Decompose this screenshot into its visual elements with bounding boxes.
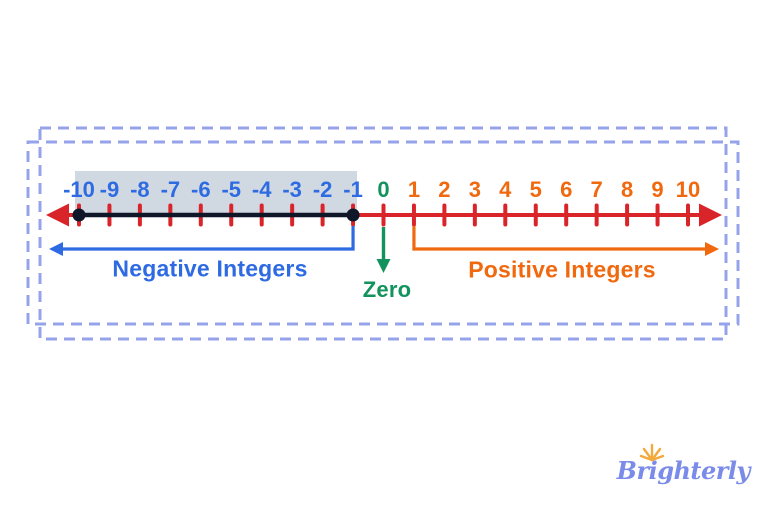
tick-label--10: -10: [63, 177, 95, 202]
tick-label--3: -3: [282, 177, 302, 202]
tick-label--4: -4: [252, 177, 272, 202]
negative-range-arrow: [62, 226, 355, 251]
negative-integers-label: Negative Integers: [112, 255, 308, 282]
positive-integers-label: Positive Integers: [468, 256, 656, 283]
left-arrowhead: [46, 203, 69, 227]
frame-outer-rect: [38, 126, 728, 341]
brighterly-logo: Brighterly: [616, 443, 751, 485]
logo-text: Brighterly: [616, 456, 751, 485]
frame-inner-rect: [26, 140, 740, 326]
tick-label--5: -5: [221, 177, 241, 202]
right-arrowhead: [699, 203, 722, 227]
sun-icon: [639, 443, 664, 462]
zero-arrowhead: [376, 259, 391, 273]
tick-label--6: -6: [191, 177, 211, 202]
tick-label-5: 5: [530, 177, 542, 202]
positive-range-arrow: [412, 226, 706, 251]
positive-arrowhead: [705, 242, 719, 256]
tick-label-3: 3: [469, 177, 481, 202]
tick-label-9: 9: [651, 177, 663, 202]
tick-label-4: 4: [499, 177, 512, 202]
tick-label-2: 2: [438, 177, 450, 202]
tick-label--8: -8: [130, 177, 150, 202]
tick-label--2: -2: [313, 177, 333, 202]
tick-label-0: 0: [377, 177, 389, 202]
endpoint-dot--1: [346, 208, 360, 222]
tick-label--7: -7: [161, 177, 181, 202]
tick-label--9: -9: [100, 177, 120, 202]
tick-label-1: 1: [408, 177, 420, 202]
tick-label-7: 7: [591, 177, 603, 202]
tick-label--1: -1: [343, 177, 363, 202]
zero-label: Zero: [362, 277, 412, 302]
endpoint-dot--10: [72, 208, 86, 222]
negative-arrowhead: [49, 242, 63, 256]
negative-range-highlight: [75, 171, 358, 216]
tick-label-6: 6: [560, 177, 572, 202]
tick-label-8: 8: [621, 177, 633, 202]
tick-label-10: 10: [676, 177, 700, 202]
